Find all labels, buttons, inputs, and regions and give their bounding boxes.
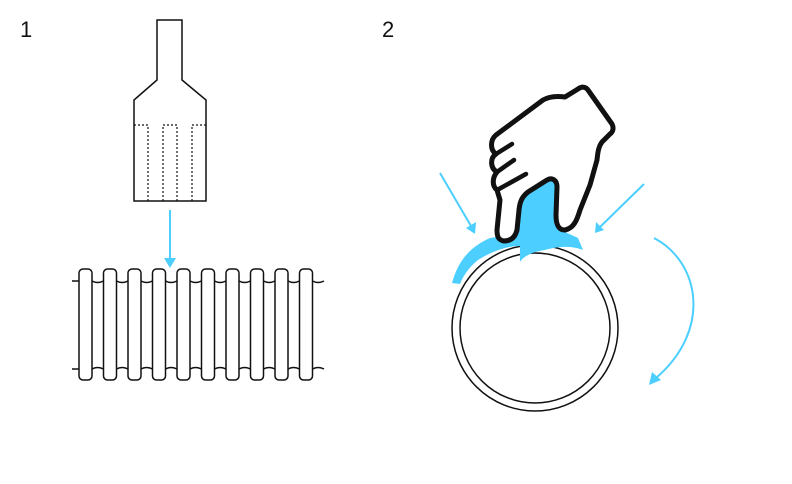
tube-rib <box>200 268 216 381</box>
step-2-label: 2 <box>382 17 395 42</box>
ring-cross-section-icon <box>451 244 619 412</box>
tube-rib <box>176 268 191 381</box>
rotate-arrow-icon <box>649 237 695 385</box>
heat-nozzle-icon <box>133 19 207 202</box>
tube-rib <box>78 268 93 381</box>
step-1-label: 1 <box>20 17 33 42</box>
tube-rib <box>274 268 289 381</box>
tube-rib <box>151 268 167 381</box>
down-arrow-icon <box>164 210 176 268</box>
tube-rib <box>102 268 118 381</box>
press-arrow-right-icon <box>595 183 645 233</box>
tube-valley-line <box>72 280 325 284</box>
hand-icon <box>489 84 616 244</box>
tube-rib <box>298 268 314 381</box>
tube-rib <box>225 268 240 381</box>
corrugated-tube-icon <box>72 268 325 381</box>
press-arrow-left-icon <box>439 172 476 234</box>
tube-valley-line <box>72 366 325 370</box>
tube-rib <box>249 268 265 381</box>
tube-rib <box>127 268 142 381</box>
